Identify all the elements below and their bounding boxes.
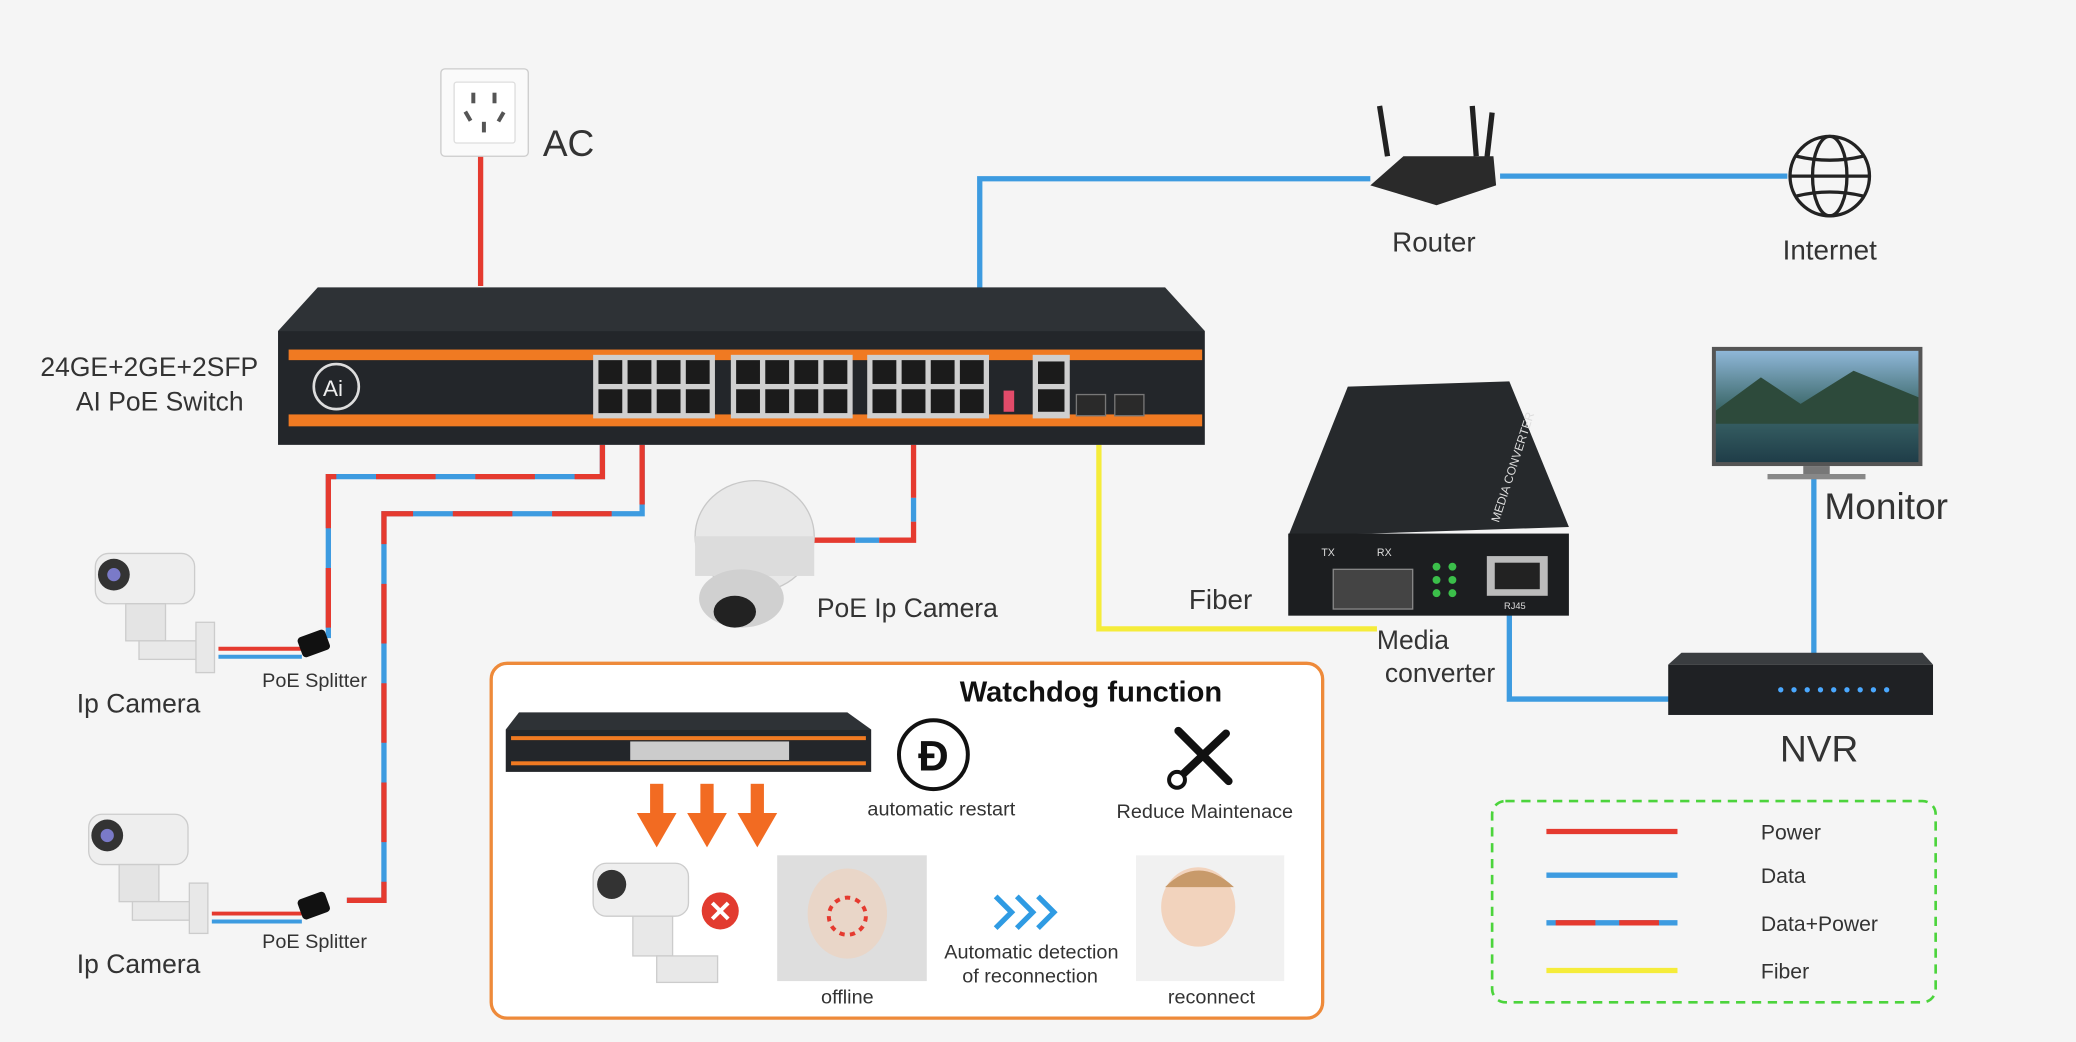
rx-label: RX	[1377, 547, 1392, 559]
offline-camera-icon	[592, 862, 719, 984]
ethernet-port	[794, 360, 819, 384]
sfp-port	[1075, 393, 1107, 417]
poe-switch: Ai	[278, 287, 1205, 445]
ethernet-port	[901, 389, 926, 414]
poe-splitter-1-label: PoE Splitter	[262, 670, 367, 692]
switch-label-line2: AI PoE Switch	[76, 386, 244, 416]
legend-item: Power	[1546, 821, 1821, 844]
nvr-device	[1668, 652, 1934, 715]
legend-label: Data+Power	[1761, 913, 1878, 936]
monitor-label: Monitor	[1824, 485, 1948, 527]
ip-camera-2	[88, 813, 209, 935]
reconnect-baby-image	[1135, 855, 1285, 982]
poe-ip-camera-label: PoE Ip Camera	[817, 593, 998, 623]
detection-line1: Automatic detection	[944, 942, 1118, 964]
ethernet-port	[685, 360, 710, 384]
nvr-label: NVR	[1780, 727, 1858, 769]
ethernet-port	[872, 360, 897, 384]
detection-line2: of reconnection	[962, 965, 1098, 987]
router-label: Router	[1392, 227, 1475, 258]
uplink-port	[1038, 361, 1065, 384]
automatic-restart-label: automatic restart	[867, 799, 1015, 821]
offline-baby-image	[777, 855, 927, 982]
mini-switch-icon	[505, 712, 872, 772]
camera1-poe-line-power	[325, 444, 606, 639]
ethernet-port	[598, 360, 623, 384]
fiber-line	[1096, 444, 1377, 632]
ethernet-port	[736, 389, 760, 414]
tools-icon	[1167, 726, 1233, 790]
legend-item: Data	[1546, 865, 1806, 888]
ethernet-port	[930, 360, 955, 384]
camera1-poe-line	[325, 444, 606, 639]
chevrons-icon	[993, 894, 1058, 930]
error-x-icon	[701, 892, 739, 930]
sfp-port	[1114, 393, 1145, 417]
ethernet-port	[765, 360, 790, 384]
legend-label: Power	[1761, 821, 1821, 844]
converter-nvr-data-line	[1506, 609, 1671, 702]
dome-camera-poe-line-data	[814, 444, 917, 543]
ethernet-port	[901, 360, 926, 384]
media-converter-label-line2: converter	[1385, 658, 1496, 688]
dome-camera	[694, 479, 815, 628]
ip-camera-1	[94, 552, 216, 674]
ethernet-port	[823, 389, 848, 414]
media-converter-label-line1: Media	[1377, 625, 1449, 655]
ac-socket	[440, 68, 529, 157]
reduce-maintenance-label: Reduce Maintenace	[1117, 801, 1294, 823]
ethernet-port	[627, 360, 652, 384]
monitor-icon	[1711, 346, 1923, 480]
globe-icon	[1788, 134, 1872, 218]
internet-label: Internet	[1783, 235, 1878, 266]
switch-label-line1: 24GE+2GE+2SFP	[40, 352, 258, 382]
ethernet-port	[656, 389, 681, 414]
uplink-port	[1038, 389, 1065, 412]
ethernet-port	[656, 360, 681, 384]
watchdog-title: Watchdog function	[960, 677, 1222, 709]
ethernet-port	[959, 389, 984, 414]
fiber-label: Fiber	[1189, 584, 1252, 615]
ethernet-port	[872, 389, 897, 414]
ethernet-port	[685, 389, 710, 414]
legend-item: Fiber	[1546, 960, 1809, 983]
camera2-poe-line-power	[346, 444, 645, 903]
ethernet-port	[794, 389, 819, 414]
offline-label: offline	[821, 987, 874, 1009]
restart-icon: Đ	[896, 718, 970, 792]
switch-logo: Ai	[323, 376, 343, 401]
poe-splitter-2-label: PoE Splitter	[262, 931, 367, 953]
legend-item: Data+Power	[1546, 913, 1878, 936]
ethernet-port	[736, 360, 760, 384]
ethernet-port	[598, 389, 623, 414]
media-converter: MEDIA CONVERTER TX RX RJ45	[1288, 381, 1569, 616]
reconnect-label: reconnect	[1168, 987, 1256, 1009]
ethernet-port	[930, 389, 955, 414]
poe-splitter-1-icon	[297, 629, 330, 658]
dip-switch	[1003, 390, 1015, 412]
ip-camera-1-label: Ip Camera	[77, 688, 201, 718]
svg-text:Đ: Đ	[918, 733, 949, 780]
ethernet-port	[823, 360, 848, 384]
rj45-label: RJ45	[1504, 601, 1526, 611]
ip-camera-2-label: Ip Camera	[77, 949, 201, 979]
router-icon	[1370, 105, 1497, 206]
watchdog-panel: Watchdog function Đ automatic restart Re…	[489, 661, 1325, 1020]
ethernet-port	[765, 389, 790, 414]
down-arrows-icon	[636, 783, 778, 848]
ethernet-port	[627, 389, 652, 414]
ethernet-port	[959, 360, 984, 384]
connections	[211, 156, 1817, 924]
dome-camera-poe-line	[814, 444, 917, 543]
poe-splitter-2-icon	[297, 891, 330, 920]
legend-label: Fiber	[1761, 960, 1809, 983]
ac-label: AC	[543, 122, 595, 164]
tx-label: TX	[1321, 547, 1335, 559]
legend-label: Data	[1761, 865, 1806, 888]
